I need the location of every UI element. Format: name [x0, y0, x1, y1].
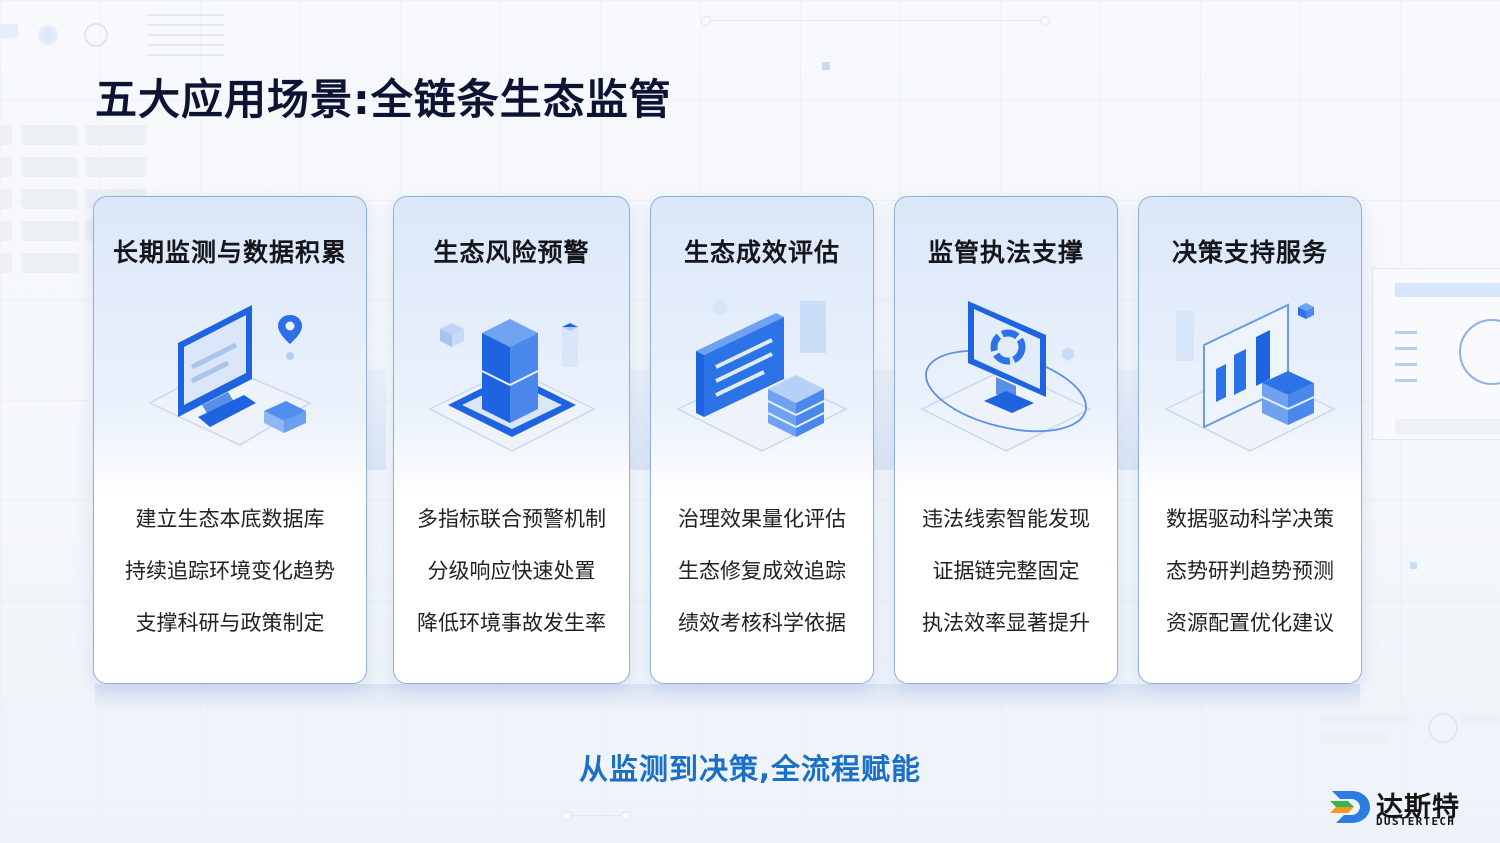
card-item: 绩效考核科学依据: [678, 611, 846, 635]
stacked-cubes-on-platform-icon: [422, 293, 602, 463]
card-item: 持续追踪环境变化趋势: [125, 559, 335, 583]
decor-square: [1410, 562, 1417, 569]
monitor-with-location-pin-icon: [140, 293, 320, 463]
card-item-list: 建立生态本底数据库 持续追踪环境变化趋势 支撑科研与政策制定: [94, 493, 366, 649]
scenario-card-risk-warning: 生态风险预警 多指标联合预警机制 分级响应快速处置 降低环境事故发生率: [393, 196, 630, 684]
logo-name-cn: 达斯特: [1376, 792, 1460, 823]
bar-chart-with-database-icon: [1160, 293, 1340, 463]
logo-arrow-icon: [1330, 791, 1370, 823]
card-item: 建立生态本底数据库: [135, 507, 325, 531]
card-item: 资源配置优化建议: [1166, 611, 1334, 635]
cards-shadow: [95, 684, 1360, 714]
scenario-card-effect-evaluation: 生态成效评估 治理效果量化评估 生态修复成效追踪 绩效考核科学依据: [650, 196, 874, 684]
decor-square: [822, 62, 830, 70]
card-connector: [1118, 370, 1138, 470]
card-item: 分级响应快速处置: [427, 559, 596, 583]
card-item: 违法线索智能发现: [922, 507, 1090, 531]
card-item: 治理效果量化评估: [678, 507, 846, 531]
decor-node: [1040, 16, 1050, 26]
decor-lines: [148, 6, 224, 64]
decor-circle: [84, 23, 108, 47]
card-item: 数据驱动科学决策: [1166, 507, 1334, 531]
decor-node: [562, 811, 572, 821]
decor-node: [701, 16, 711, 26]
page-title: 五大应用场景:全链条生态监管: [95, 75, 672, 124]
company-logo: 达斯特 DUSTERTECH: [1328, 785, 1478, 829]
decor-node: [621, 811, 631, 821]
scenario-card-decision-support: 决策支持服务 数据驱动科学决策 态势研判趋势预测 资源配置优化建议: [1138, 196, 1362, 684]
tagline: 从监测到决策,全流程赋能: [578, 752, 922, 786]
decor-dashboard: [1372, 268, 1500, 440]
monitor-with-orbit-icon: [916, 293, 1096, 463]
card-title: 生态成效评估: [683, 238, 840, 267]
card-item: 执法效率显著提升: [922, 611, 1090, 635]
scenario-card-enforcement: 监管执法支撑 违法线索智能发现 证据链完整固定 执法效率显著提升: [894, 196, 1118, 684]
card-connector: [366, 370, 386, 470]
card-title: 监管执法支撑: [927, 238, 1084, 267]
card-connector: [630, 370, 650, 470]
decor-ring: [1428, 713, 1458, 743]
card-item-list: 多指标联合预警机制 分级响应快速处置 降低环境事故发生率: [394, 493, 629, 649]
card-title: 决策支持服务: [1171, 238, 1328, 267]
logo-name-en: DUSTERTECH: [1376, 815, 1456, 828]
card-title: 生态风险预警: [433, 238, 590, 267]
decor-bar: [0, 24, 18, 38]
card-item: 态势研判趋势预测: [1166, 559, 1334, 583]
card-item-list: 治理效果量化评估 生态修复成效追踪 绩效考核科学依据: [651, 493, 873, 649]
card-item: 生态修复成效追踪: [678, 559, 846, 583]
card-title: 长期监测与数据积累: [112, 238, 347, 267]
card-connector: [874, 370, 894, 470]
card-item-list: 违法线索智能发现 证据链完整固定 执法效率显著提升: [895, 493, 1117, 649]
card-item-list: 数据驱动科学决策 态势研判趋势预测 资源配置优化建议: [1139, 493, 1361, 649]
decor-dot: [38, 25, 58, 45]
scenario-card-monitoring: 长期监测与数据积累 建立生态本底数据库 持续追踪环境变化趋势 支撑科研与政策制定: [93, 196, 367, 684]
decor-line: [566, 815, 626, 816]
card-item: 证据链完整固定: [932, 559, 1080, 583]
card-item: 支撑科研与政策制定: [135, 611, 325, 635]
card-item: 降低环境事故发生率: [417, 611, 606, 635]
card-item: 多指标联合预警机制: [417, 507, 606, 531]
report-board-with-database-icon: [672, 293, 852, 463]
decor-line: [705, 20, 1045, 21]
